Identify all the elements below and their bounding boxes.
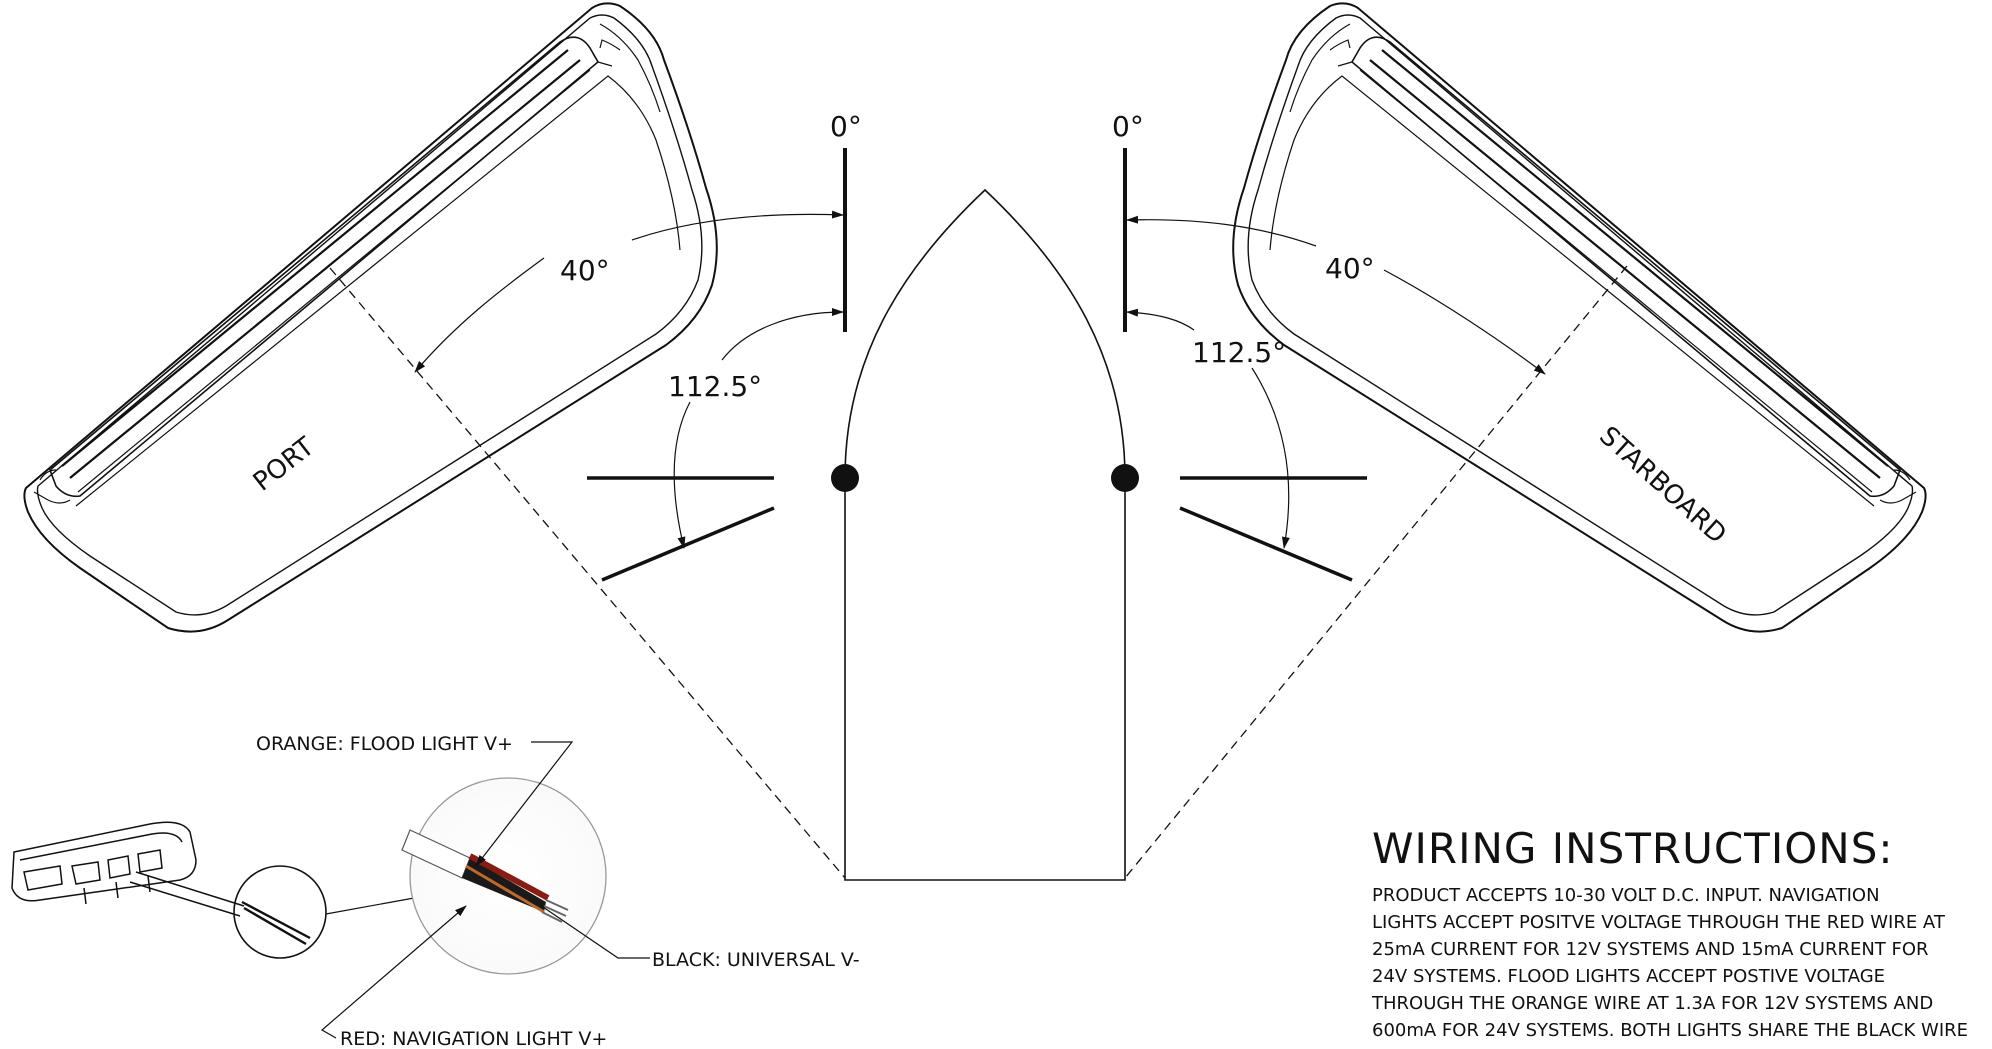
starboard-aft-limit-line: [1179, 506, 1353, 582]
starboard-label: STARBOARD: [1593, 421, 1732, 550]
black-wire-label: BLACK: UNIVERSAL V-: [652, 949, 860, 971]
starboard-bow-angle: 0°: [1112, 110, 1144, 143]
orange-wire-label: ORANGE: FLOOD LIGHT V+: [256, 733, 513, 755]
red-wire-label: RED: NAVIGATION LIGHT V+: [340, 1028, 607, 1049]
wiring-line: PRODUCT ACCEPTS 10-30 VOLT D.C. INPUT. N…: [1372, 885, 1880, 906]
wiring-line: THROUGH THE ORANGE WIRE AT 1.3A FOR 12V …: [1372, 993, 1934, 1014]
port-forward-angle: 40°: [560, 254, 610, 287]
wiring-line: LIGHTS ACCEPT POSITVE VOLTAGE THROUGH TH…: [1372, 912, 1945, 933]
starboard-light-point: [1111, 464, 1139, 492]
port-bow-angle: 0°: [830, 110, 862, 143]
port-aft-limit-line: [601, 506, 775, 582]
magnified-wire-bundle: [401, 829, 569, 923]
navigation-light-diagram: PORT STARBOARD 0° 0° 40° 40° 112.5° 112.…: [11, 2, 1927, 1049]
wiring-instructions-title: WIRING INSTRUCTIONS:: [1372, 824, 1894, 873]
port-forward-arc: [415, 214, 843, 372]
starboard-forward-arc: [1127, 220, 1545, 374]
port-light-point: [831, 464, 859, 492]
starboard-sweep-arc: [1127, 312, 1289, 548]
wiring-instructions-body: PRODUCT ACCEPTS 10-30 VOLT D.C. INPUT. N…: [1372, 882, 1992, 1044]
port-label: PORT: [248, 432, 320, 498]
wire-end-circle: [233, 865, 327, 959]
wire-callout-leaders: [320, 741, 650, 1039]
sector-boundary-lines: [329, 265, 1628, 879]
starboard-forward-angle: 40°: [1325, 252, 1375, 285]
wiring-line: 600mA FOR 24V SYSTEMS. BOTH LIGHTS SHARE…: [1372, 1020, 1969, 1041]
wire-end-detail: [241, 900, 311, 946]
magnifier-leader-line: [325, 897, 415, 915]
port-sweep-arc: [674, 312, 843, 548]
port-sweep-angle: 112.5°: [668, 370, 762, 403]
starboard-sweep-angle: 112.5°: [1192, 336, 1286, 369]
light-product-view: [11, 821, 245, 917]
wiring-line: 24V SYSTEMS. FLOOD LIGHTS ACCEPT POSTIVE…: [1372, 966, 1886, 987]
wiring-line: 25mA CURRENT FOR 12V SYSTEMS AND 15mA CU…: [1372, 939, 1929, 960]
boat-hull: [844, 188, 1126, 881]
port-light-housing: [23, 2, 718, 633]
starboard-light-housing: [1232, 2, 1927, 633]
